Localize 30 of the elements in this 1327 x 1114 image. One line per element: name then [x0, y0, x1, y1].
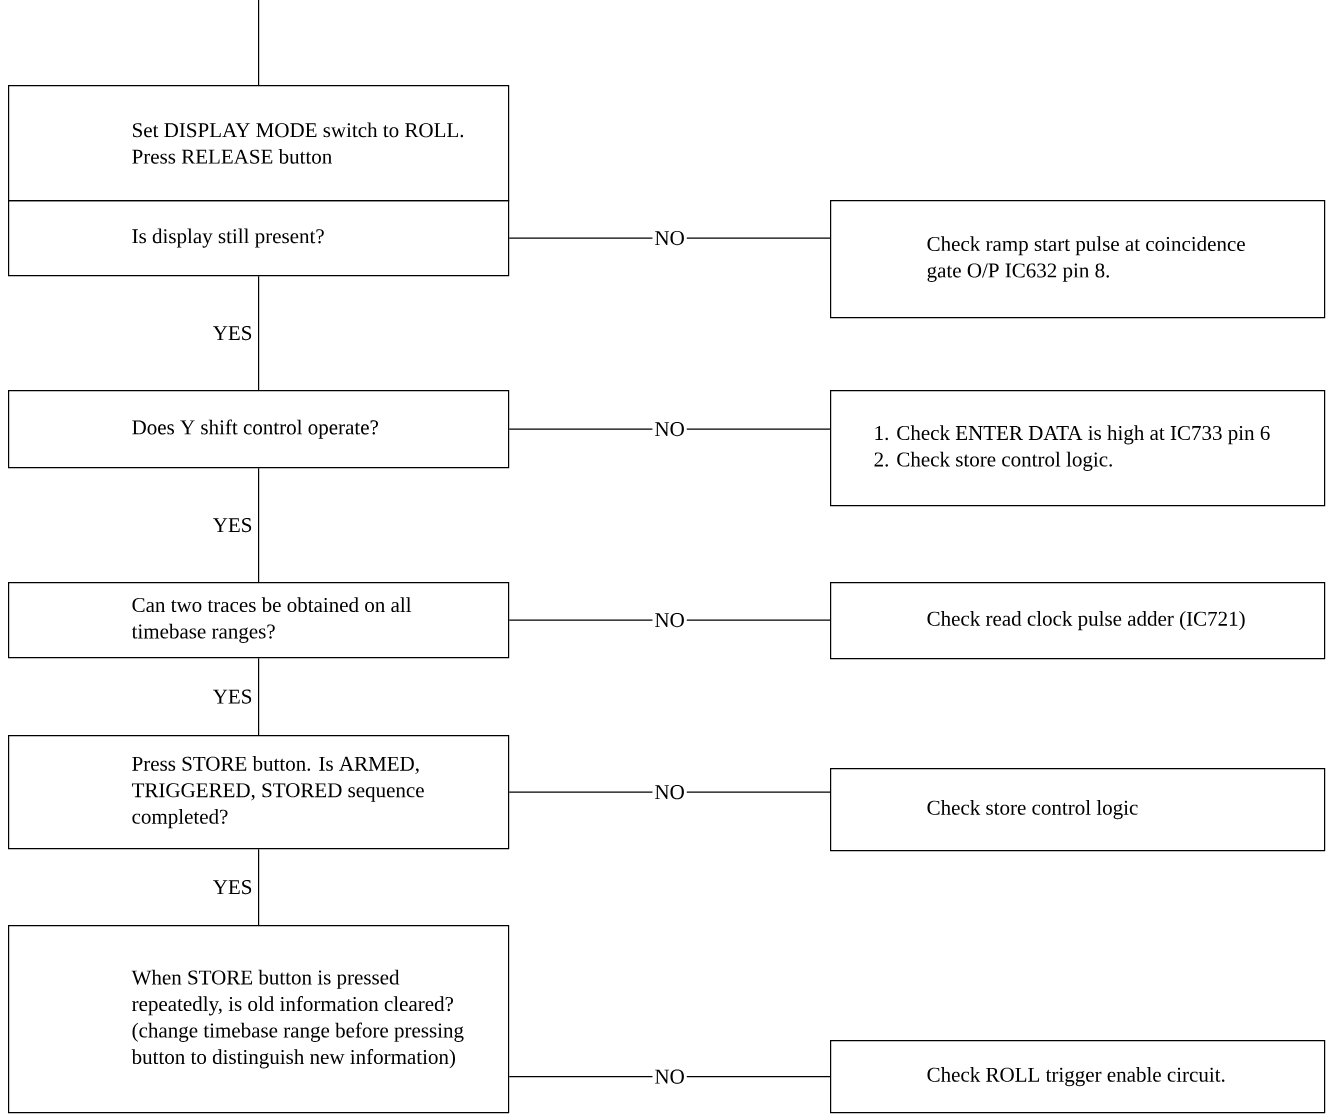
process-box: Check ramp start pulse at coincidence gate O/P IC632 pin 8. [830, 200, 1326, 319]
connector-line [258, 275, 260, 391]
process-box: Does Y shift control operate? [8, 390, 510, 469]
edge-label: YES [212, 518, 252, 533]
edge-label: NO [652, 783, 687, 802]
edge-label: NO [652, 420, 687, 439]
edge-label: YES [212, 326, 252, 341]
edge-label: NO [652, 229, 687, 248]
process-box: Set DISPLAY MODE switch to ROLL. Press RELEASE button [8, 85, 510, 202]
process-box: Press STORE button. Is ARMED, TRIGGERED, STORED sequence completed? [8, 735, 510, 850]
process-box: Check ROLL trigger enable circuit. [830, 1040, 1326, 1114]
process-box: Is display still present? [8, 200, 510, 277]
connector-line [508, 237, 831, 239]
edge-label: NO [652, 1067, 687, 1086]
connector-line [258, 657, 260, 736]
connector-line [508, 428, 831, 430]
connector-line [508, 619, 831, 621]
connector-line [508, 791, 831, 793]
connector-line [258, 0, 260, 86]
process-box: Check read clock pulse adder (IC721) [830, 582, 1326, 660]
edge-label: YES [212, 689, 252, 704]
process-box: When STORE button is pressed repeatedly, is old information cleared? (change timebase range before pressing button to distinguish new information) [8, 925, 510, 1114]
edge-label: NO [652, 611, 687, 630]
connector-line [258, 848, 260, 926]
process-box: 1. Check ENTER DATA is high at IC733 pin 6 2. Check store control logic. [830, 390, 1326, 507]
edge-label: YES [212, 880, 252, 895]
process-box: Can two traces be obtained on all timebase ranges? [8, 582, 510, 659]
connector-line [508, 1076, 831, 1078]
process-box: Check store control logic [830, 768, 1326, 852]
connector-line [258, 467, 260, 583]
